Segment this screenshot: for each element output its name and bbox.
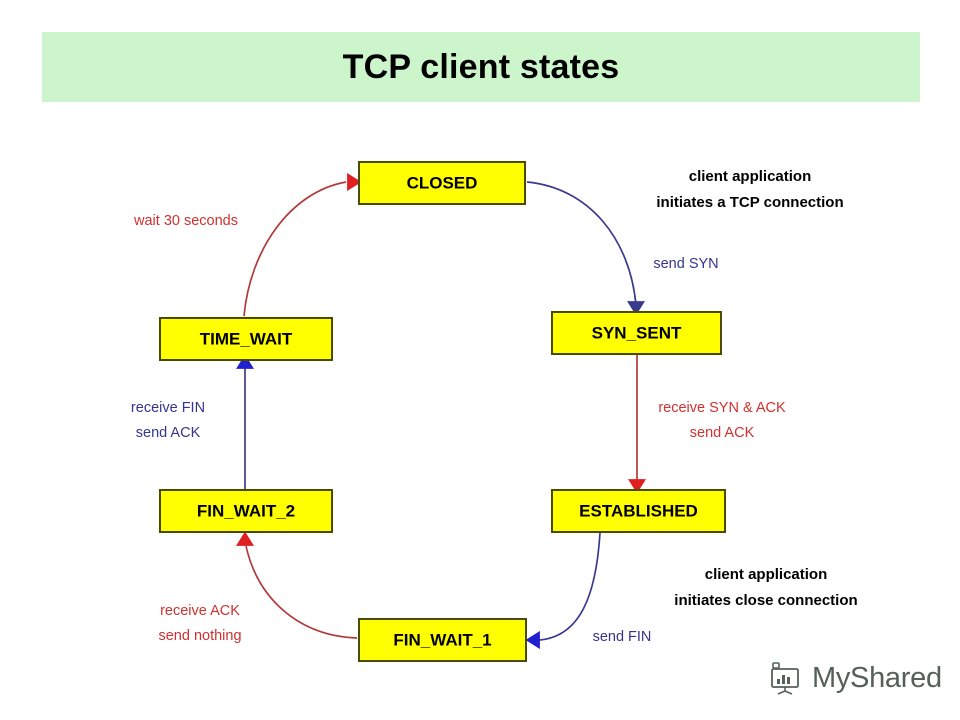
transition-label: send nothing	[158, 628, 241, 644]
state-box[interactable]	[551, 489, 726, 533]
state-node-fin_wait_1[interactable]: FIN_WAIT_1	[358, 618, 527, 662]
state-box[interactable]	[551, 311, 722, 355]
transition-closed-to-syn-sent	[526, 181, 645, 316]
arrowhead-icon	[627, 301, 645, 316]
transition-fin-wait-2-to-time-wait	[236, 354, 254, 489]
state-node-fin_wait_2[interactable]: FIN_WAIT_2	[159, 489, 333, 533]
state-node-closed[interactable]: CLOSED	[358, 161, 526, 205]
transition-label: initiates close connection	[674, 592, 857, 609]
arrowhead-icon	[628, 479, 646, 494]
arrowhead-icon	[525, 631, 540, 649]
transition-established-to-fin-wait-1	[525, 532, 601, 649]
state-box[interactable]	[159, 489, 333, 533]
states-layer: CLOSED SYN_SENT ESTABLISHED FIN_WAIT_1 FIN_W…	[159, 161, 726, 662]
state-label: ESTABLISHED	[579, 501, 698, 520]
transition-label: send ACK	[690, 425, 755, 441]
state-node-established[interactable]: ESTABLISHED	[551, 489, 726, 533]
state-node-time_wait[interactable]: TIME_WAIT	[159, 317, 333, 361]
transition-fin-wait-1-to-fin-wait-2	[236, 531, 358, 639]
arrowhead-icon	[347, 173, 362, 191]
state-label: FIN_WAIT_2	[197, 501, 295, 520]
transition-label: send FIN	[593, 629, 652, 645]
state-label: SYN_SENT	[592, 323, 682, 342]
transition-label: client application	[689, 168, 812, 185]
watermark: MyShared	[768, 660, 942, 696]
state-label: CLOSED	[407, 173, 478, 192]
transition-label: wait 30 seconds	[133, 213, 238, 229]
transition-label: send SYN	[653, 256, 718, 272]
transition-label: send ACK	[136, 425, 201, 441]
transition-label: receive FIN	[131, 400, 205, 416]
state-box[interactable]	[358, 161, 526, 205]
transition-time-wait-to-closed	[243, 173, 362, 317]
transitions-layer	[236, 173, 646, 649]
title-banner: TCP client states	[42, 32, 920, 102]
state-box[interactable]	[159, 317, 333, 361]
state-node-syn_sent[interactable]: SYN_SENT	[551, 311, 722, 355]
state-box[interactable]	[358, 618, 527, 662]
transition-labels-layer: client application initiates a TCP connec…	[131, 168, 858, 645]
transition-label: receive ACK	[160, 603, 240, 619]
presentation-board-icon	[771, 662, 799, 695]
arrowhead-icon	[236, 354, 254, 369]
transition-path	[245, 545, 358, 639]
arrowhead-icon	[236, 531, 254, 546]
transition-path	[243, 181, 347, 317]
page-title: TCP client states	[342, 47, 620, 86]
transition-label: client application	[705, 566, 828, 583]
transition-path	[526, 181, 637, 306]
transition-label: receive SYN & ACK	[658, 400, 786, 416]
watermark-label: MyShared	[812, 661, 942, 694]
transition-syn-sent-to-established	[628, 355, 646, 494]
transition-path	[539, 532, 601, 641]
transition-label: initiates a TCP connection	[656, 194, 843, 211]
state-label: TIME_WAIT	[200, 329, 293, 348]
state-label: FIN_WAIT_1	[393, 630, 491, 649]
